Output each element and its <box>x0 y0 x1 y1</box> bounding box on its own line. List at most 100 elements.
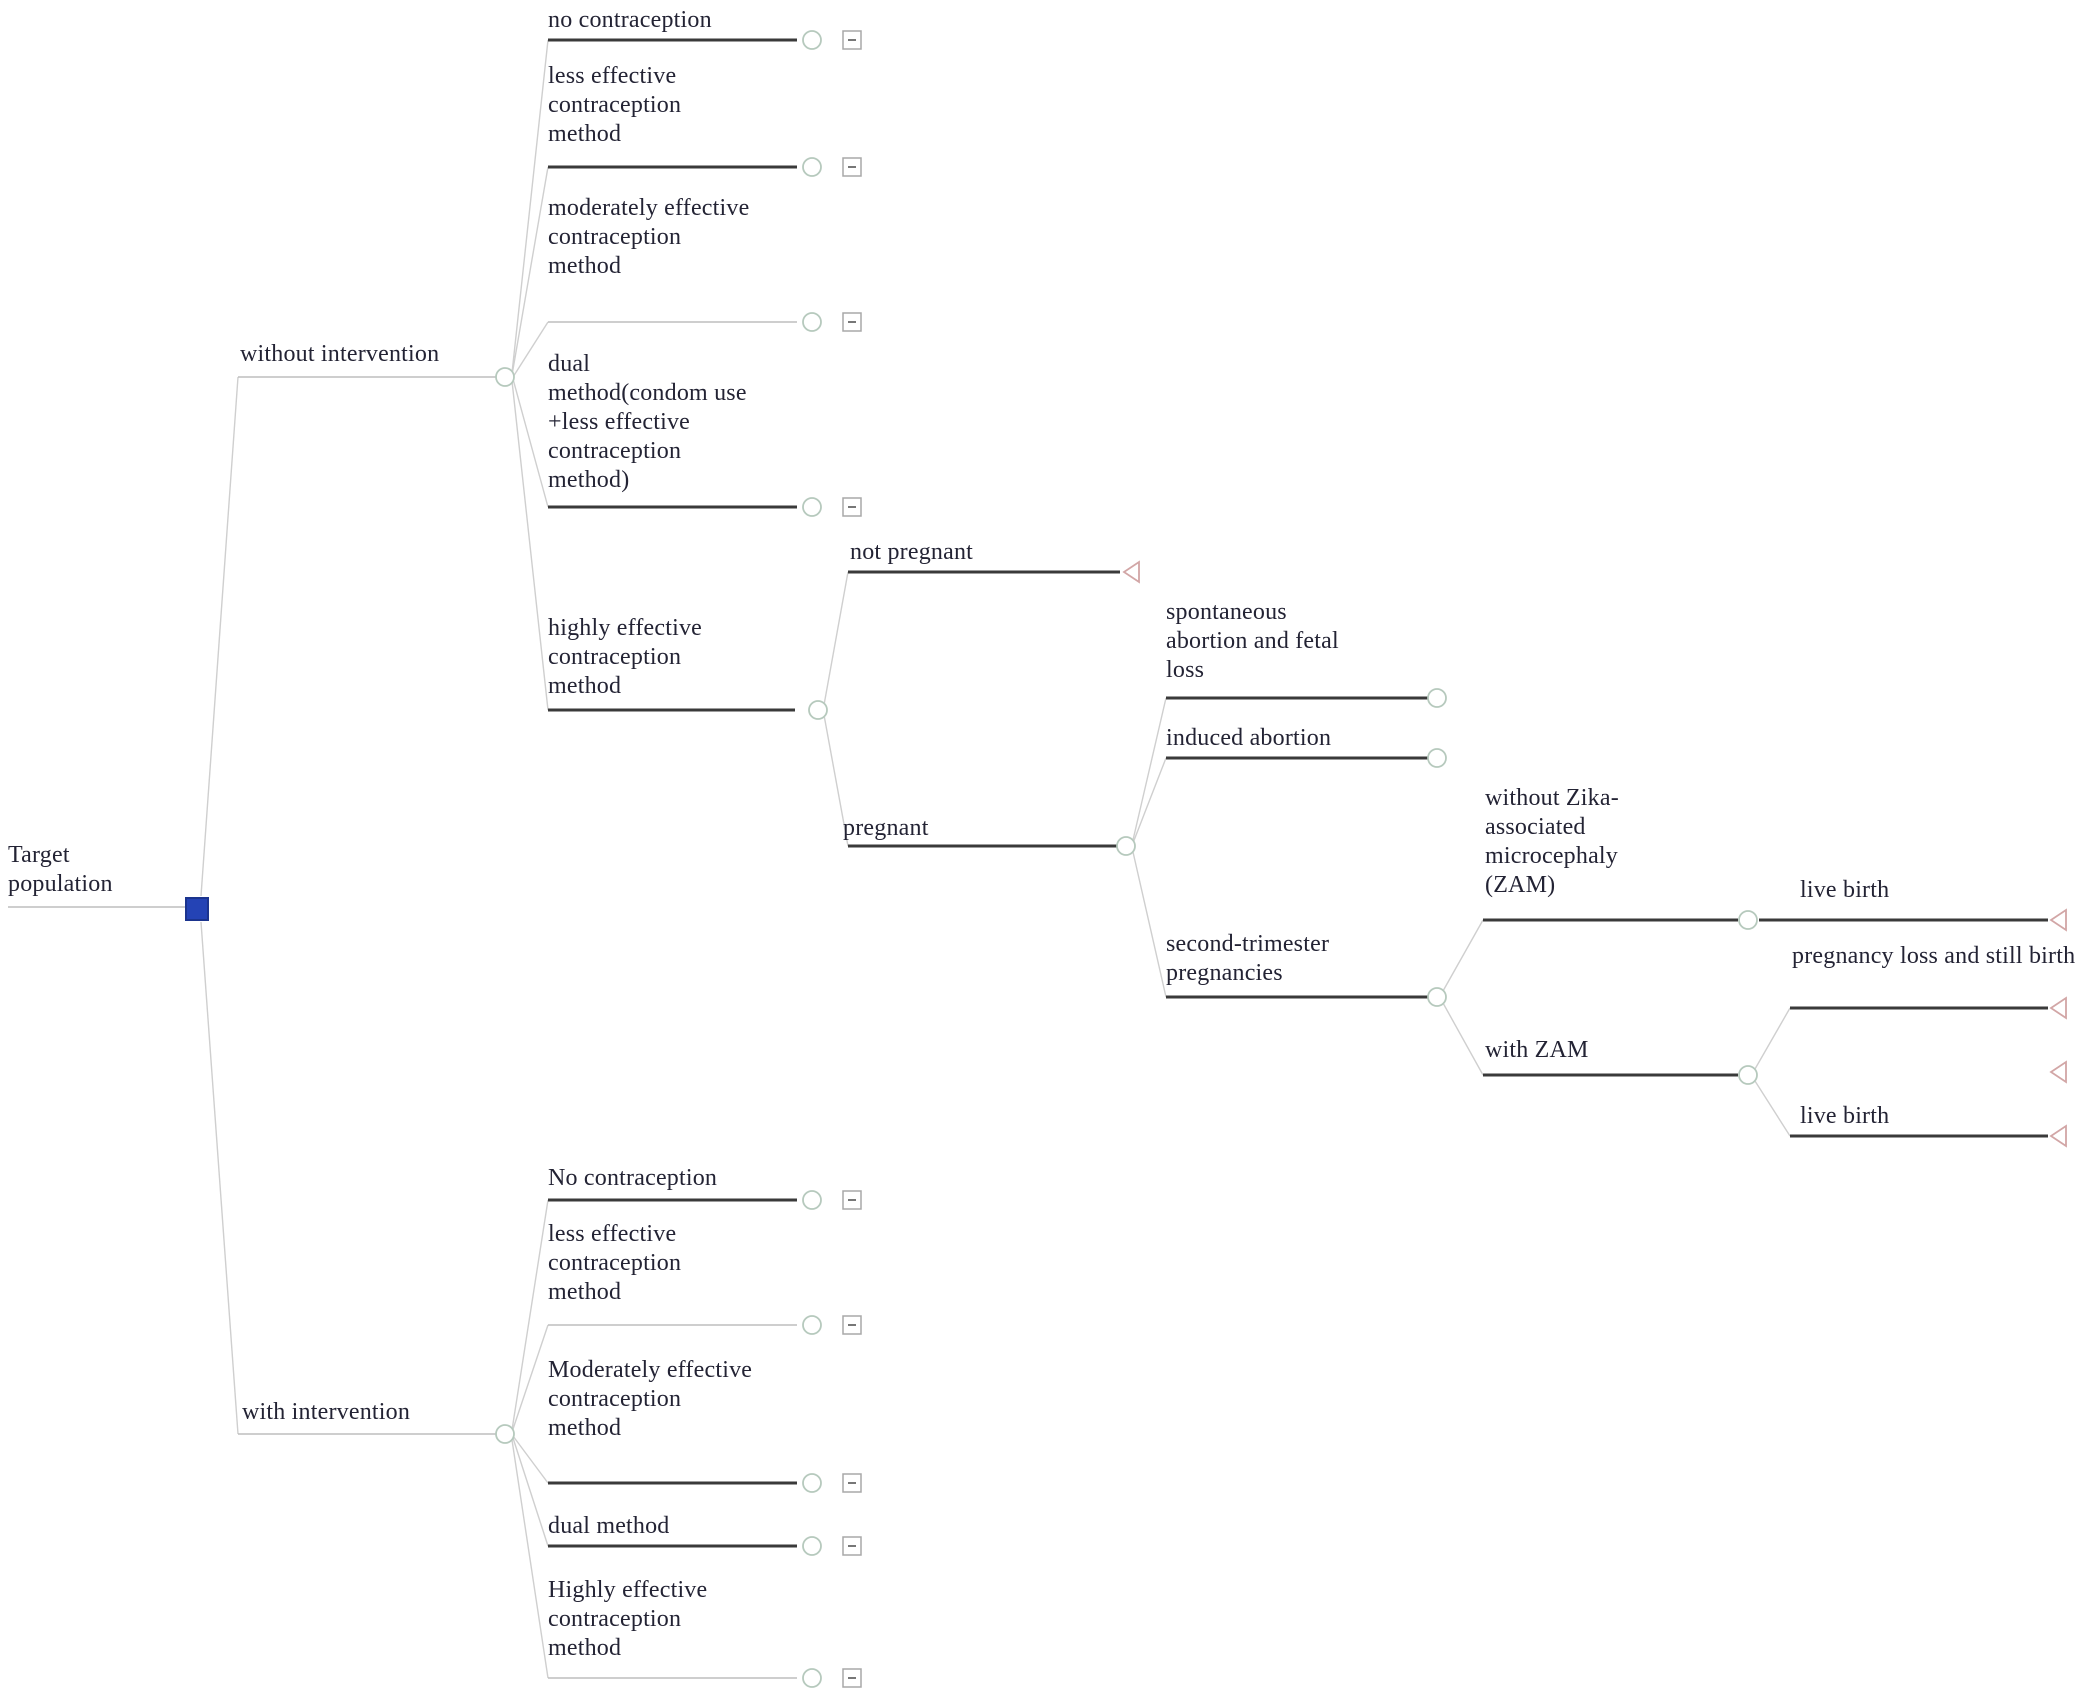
chance-node-less-effective-intervention[interactable] <box>802 1315 822 1335</box>
label-pregnancy-loss-still-birth: pregnancy loss and still birth <box>1792 942 2075 971</box>
label-dual-method-intervention: dual method <box>548 1512 670 1541</box>
chance-node-highly-effective-intervention[interactable] <box>802 1668 822 1688</box>
label-dual-method-intervention-line: dual method <box>548 1513 670 1539</box>
chance-node-moderately-effective-intervention[interactable] <box>802 1473 822 1493</box>
connector-line <box>1754 1007 1791 1070</box>
chance-node-dual-method[interactable] <box>802 497 822 517</box>
label-highly-effective-intervention-line: Highly effective <box>548 1577 708 1603</box>
chance-node-induced-abortion[interactable] <box>1427 748 1447 768</box>
label-moderately-effective-line: contraception <box>548 224 682 250</box>
label-spontaneous-abortion-line: spontaneous <box>1166 599 1287 625</box>
connector-line <box>512 1435 549 1484</box>
label-dual-method-line: method) <box>548 467 630 493</box>
connector-line <box>200 921 239 1435</box>
label-less-effective-line: contraception <box>548 92 682 118</box>
terminal-node-not-pregnant[interactable] <box>1122 560 1140 584</box>
chance-node-moderately-effective[interactable] <box>802 312 822 332</box>
chance-node-dual-method-intervention[interactable] <box>802 1536 822 1556</box>
label-induced-abortion-line: induced abortion <box>1166 725 1332 751</box>
label-dual-method-line: +less effective <box>548 409 691 435</box>
chance-node-highly-effective[interactable] <box>808 700 828 720</box>
chance-node-spontaneous-abortion[interactable] <box>1427 688 1447 708</box>
label-spontaneous-abortion-line: abortion and fetal <box>1166 628 1339 654</box>
label-without-zam: without Zika-associated microcephaly (ZAM) <box>1485 784 1619 900</box>
label-less-effective-intervention-line: method <box>548 1279 622 1305</box>
label-live-birth-with-zam-line: live birth <box>1800 1103 1890 1129</box>
label-target-population: Target population <box>8 841 113 899</box>
label-highly-effective-line: method <box>548 673 622 699</box>
chance-node-no-contraception-intervention[interactable] <box>802 1190 822 1210</box>
label-pregnant-line: pregnant <box>843 815 929 841</box>
chance-node-no-contraception[interactable] <box>802 30 822 50</box>
root-decision-node[interactable] <box>185 897 209 921</box>
terminal-node-pregnancy-loss-still-birth[interactable] <box>2049 996 2067 1020</box>
label-spontaneous-abortion-line: loss <box>1166 657 1205 683</box>
label-less-effective-intervention-line: less effective <box>548 1221 677 1247</box>
chance-node-without-intervention[interactable] <box>495 367 515 387</box>
label-without-intervention-line: without intervention <box>240 341 440 367</box>
label-live-birth-with-zam: live birth <box>1800 1102 1889 1131</box>
connector-line <box>1442 1002 1484 1076</box>
chance-node-with-intervention[interactable] <box>495 1424 515 1444</box>
label-spontaneous-abortion: spontaneous abortion and fetal loss <box>1166 598 1339 685</box>
label-not-pregnant: not pregnant <box>850 538 973 567</box>
label-pregnant: pregnant <box>843 814 929 843</box>
chance-node-with-zam[interactable] <box>1738 1065 1758 1085</box>
label-induced-abortion: induced abortion <box>1166 724 1331 753</box>
terminal-node-live-birth-without-zam[interactable] <box>2049 908 2067 932</box>
label-moderately-effective-line: moderately effective <box>548 195 750 221</box>
label-no-contraception-intervention: No contraception <box>548 1164 717 1193</box>
label-without-zam-line: without Zika- <box>1485 785 1619 811</box>
label-target-population-line: Target <box>8 842 70 868</box>
connector-line <box>511 166 549 376</box>
connector-line <box>1132 697 1167 841</box>
chance-node-without-zam[interactable] <box>1738 910 1758 930</box>
terminal-node-unlabeled[interactable] <box>2049 1060 2067 1084</box>
connector-line <box>511 1199 549 1431</box>
label-moderately-effective-intervention-line: Moderately effective <box>548 1357 753 1383</box>
chance-node-less-effective[interactable] <box>802 157 822 177</box>
label-without-zam-line: (ZAM) <box>1485 872 1556 898</box>
terminal-node-live-birth-with-zam[interactable] <box>2049 1124 2067 1148</box>
label-moderately-effective-line: method <box>548 253 622 279</box>
connector-line <box>512 378 549 508</box>
label-no-contraception-intervention-line: No contraception <box>548 1165 718 1191</box>
label-target-population-line: population <box>8 871 113 897</box>
connector-line <box>511 1324 549 1433</box>
label-highly-effective-line: contraception <box>548 644 682 670</box>
label-not-pregnant-line: not pregnant <box>850 539 974 565</box>
label-moderately-effective: moderately effective contraception method <box>548 194 749 281</box>
label-without-zam-line: microcephaly <box>1485 843 1619 869</box>
label-live-birth-without-zam-line: live birth <box>1800 877 1890 903</box>
label-no-contraception-line: no contraception <box>548 7 712 33</box>
connector-line <box>512 321 549 378</box>
label-second-trimester-line: pregnancies <box>1166 960 1283 986</box>
label-with-zam-line: with ZAM <box>1485 1037 1589 1063</box>
label-dual-method-line: contraception <box>548 438 682 464</box>
label-live-birth-without-zam: live birth <box>1800 876 1889 905</box>
connector-line <box>511 380 549 711</box>
chance-node-pregnant[interactable] <box>1116 836 1136 856</box>
label-moderately-effective-intervention-line: method <box>548 1415 622 1441</box>
label-no-contraception: no contraception <box>548 6 712 35</box>
label-less-effective-line: less effective <box>548 63 677 89</box>
connector-line <box>823 571 849 706</box>
connector-line <box>512 1437 549 1547</box>
label-dual-method-line: dual <box>548 351 591 377</box>
connector-line <box>1132 851 1167 998</box>
label-without-zam-line: associated <box>1485 814 1586 840</box>
chance-node-second-trimester[interactable] <box>1427 987 1447 1007</box>
connector-line <box>823 714 849 847</box>
connector-line <box>1132 757 1167 844</box>
label-with-intervention: with intervention <box>242 1398 410 1427</box>
connector-line <box>200 376 239 897</box>
connector-line <box>511 39 549 374</box>
